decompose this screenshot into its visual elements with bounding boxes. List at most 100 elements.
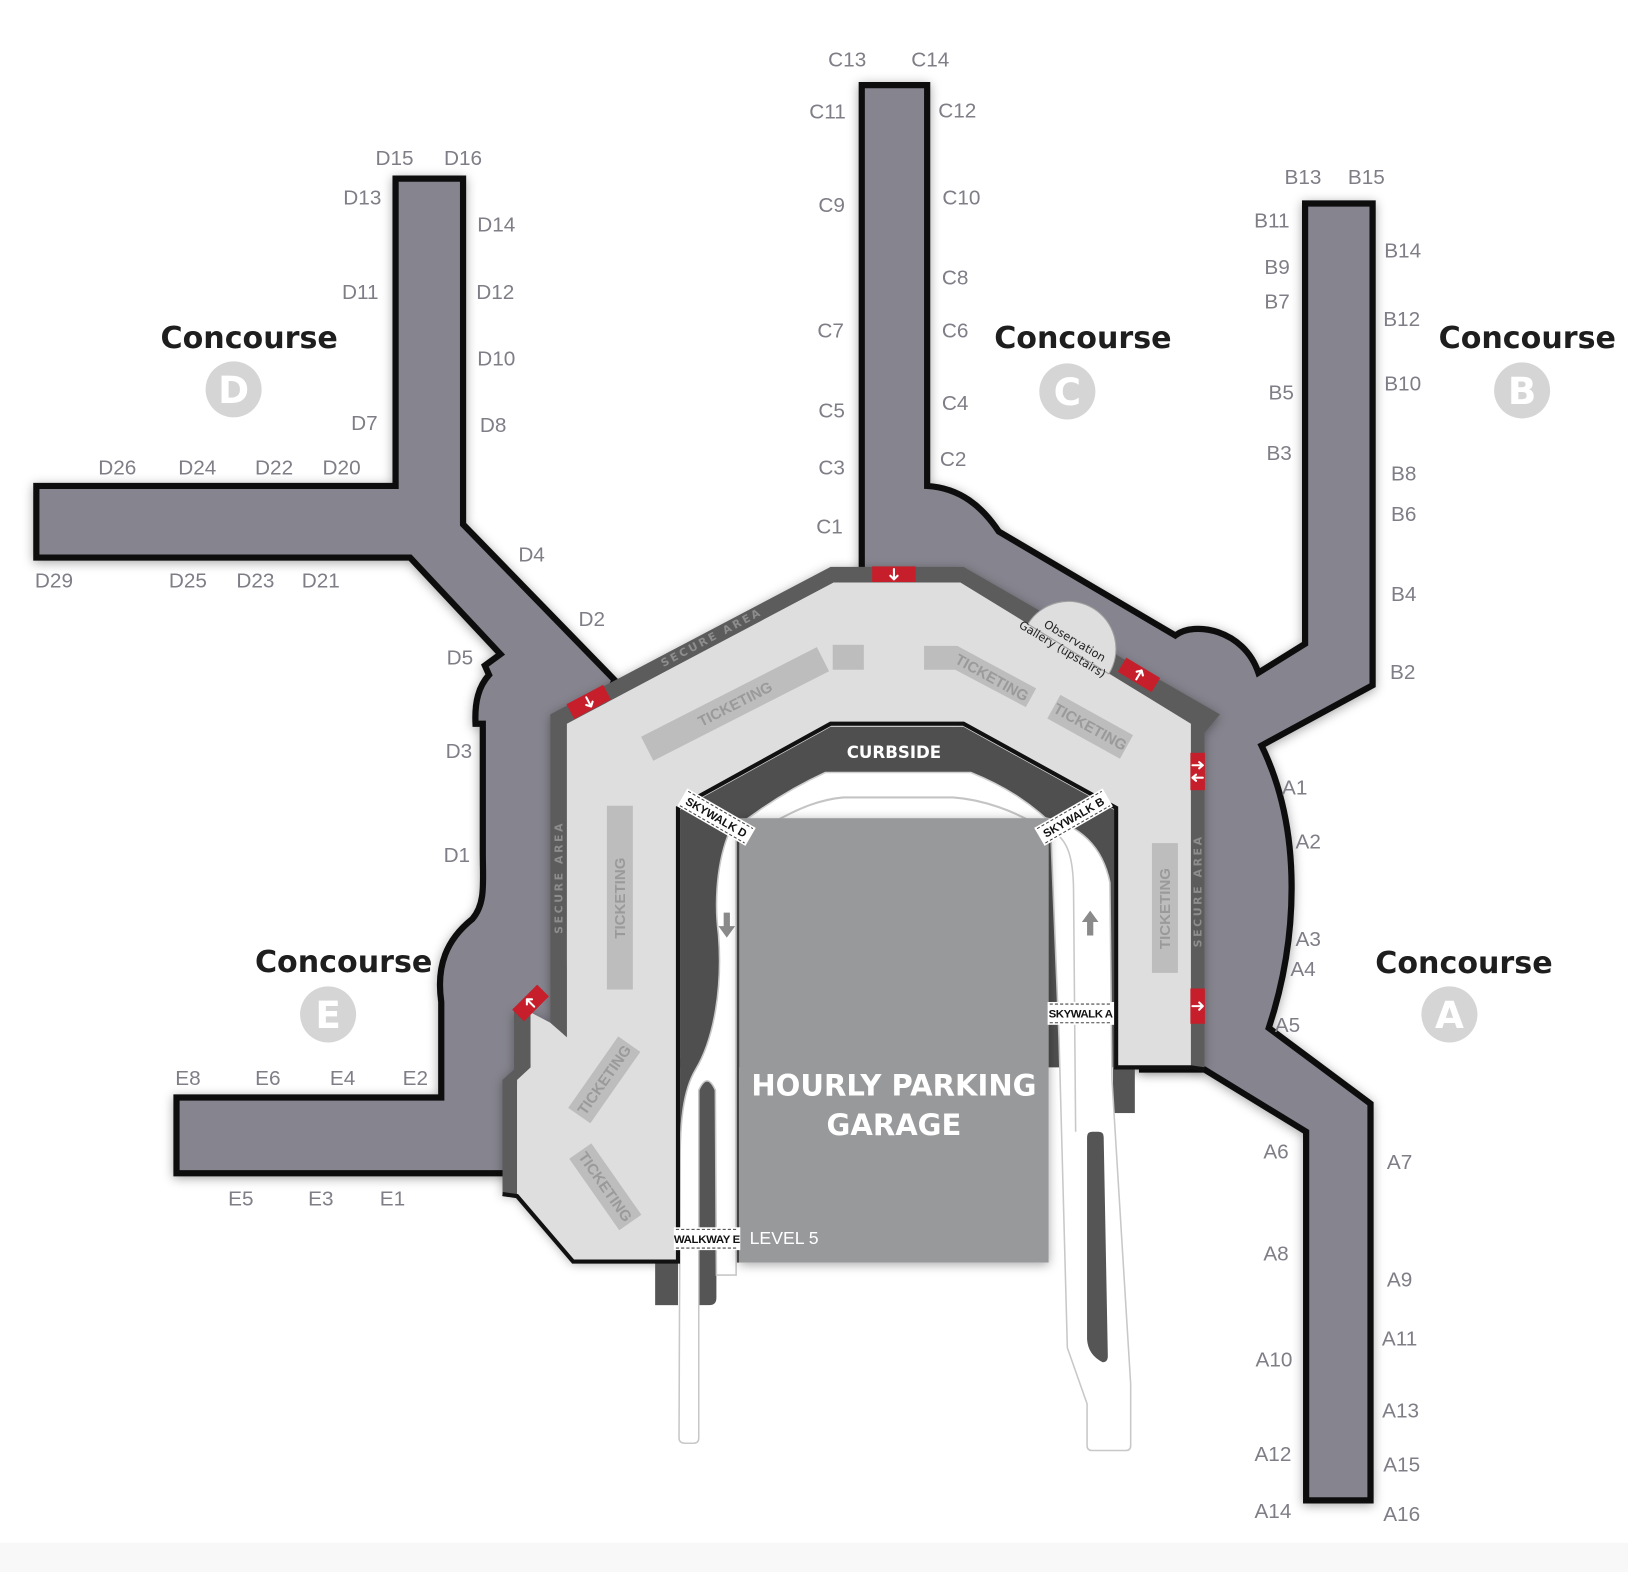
ramp-stub-right xyxy=(1113,1067,1135,1114)
gate-label: B12 xyxy=(1383,308,1420,331)
arrow-down-icon xyxy=(585,696,594,708)
gate-label: E1 xyxy=(380,1187,405,1210)
arrow-right-icon xyxy=(1191,1001,1204,1011)
gate-label: B8 xyxy=(1391,463,1416,486)
skywalk-ribbon xyxy=(1047,1001,1115,1025)
walkway-e-label: WALKWAY E xyxy=(673,1227,741,1251)
garage-block xyxy=(739,818,1049,1263)
gate-label: A8 xyxy=(1263,1243,1288,1266)
garage-level-label: LEVEL 5 xyxy=(750,1228,819,1248)
gate-label: E2 xyxy=(403,1067,428,1090)
skywalk-a-label: SKYWALK A xyxy=(1047,1001,1115,1025)
concourse-c-badge xyxy=(1039,363,1096,420)
ribbon-dash xyxy=(679,805,745,844)
concourse-b-gates: B13 B15 B11 B14 B9 B7 B12 B10 B5 B3 B8 B… xyxy=(1254,166,1421,684)
terminal-edge-bottom-left xyxy=(502,721,1205,1264)
gate-label: C2 xyxy=(940,448,967,471)
ramp-stub-left xyxy=(655,1261,678,1306)
gate-label: A4 xyxy=(1290,958,1315,981)
gate-label: D7 xyxy=(351,412,378,435)
arrow-down-icon xyxy=(889,567,899,581)
gate-label: D22 xyxy=(255,457,293,480)
gate-label: C8 xyxy=(942,266,969,289)
walkway-ribbon xyxy=(673,1227,741,1251)
ticketing-block xyxy=(641,647,830,761)
arrow-right-icon xyxy=(1191,761,1204,770)
gate-label: A1 xyxy=(1282,776,1307,799)
terminal-floor xyxy=(517,582,1191,1262)
ramp-divider-right xyxy=(1087,1131,1108,1363)
gate-label: D12 xyxy=(476,281,514,304)
gate-label: C10 xyxy=(942,187,980,210)
bottom-strip xyxy=(0,1542,1628,1572)
gate-label: B3 xyxy=(1266,442,1291,465)
road-top-arch xyxy=(729,771,1061,832)
gate-label: C14 xyxy=(911,48,949,71)
garage-title-line1: HOURLY PARKING xyxy=(751,1068,1036,1102)
concourse-a-gates: A1 A2 A3 A4 A5 A6 A7 A8 A9 A10 A11 A12 A… xyxy=(1254,776,1420,1526)
gate-label: A11 xyxy=(1382,1328,1417,1351)
concourse-d-heading: Concourse D xyxy=(160,321,338,418)
ticketing-area-5: TICKETING xyxy=(1151,843,1178,973)
concourse-c-title: Concourse xyxy=(994,321,1171,356)
gate-label: C13 xyxy=(828,48,866,71)
ticketing-label: TICKETING xyxy=(612,858,629,939)
gate-label: D25 xyxy=(169,570,207,593)
gate-label: D20 xyxy=(323,457,361,480)
gate-label: A7 xyxy=(1387,1151,1412,1174)
skywalk-ribbon xyxy=(677,788,756,846)
gate-label: B5 xyxy=(1269,382,1294,405)
kiosk-block xyxy=(832,644,864,670)
gate-label: C1 xyxy=(816,516,843,539)
gate-label: E4 xyxy=(330,1067,355,1090)
skywalk-ribbon xyxy=(1034,788,1113,846)
gate-label: A15 xyxy=(1383,1453,1420,1476)
road-arrow-down-icon xyxy=(718,912,736,938)
secure-area-band-lower xyxy=(502,1010,531,1195)
gate-label: B11 xyxy=(1254,209,1289,232)
gate-label: B15 xyxy=(1348,166,1385,189)
terminal-building xyxy=(502,566,1220,1262)
arrow-left-icon xyxy=(1191,773,1204,782)
concourse-a-title: Concourse xyxy=(1375,946,1552,981)
concourse-e-gates: E8 E6 E4 E2 E5 E3 E1 xyxy=(175,1067,428,1210)
gate-label: C6 xyxy=(942,319,969,342)
gate-label: D1 xyxy=(444,844,471,867)
gate-label: D29 xyxy=(35,570,73,593)
observation-gallery xyxy=(1027,600,1117,675)
gate-label: C3 xyxy=(818,457,845,480)
checkpoint-right-lower xyxy=(1190,988,1205,1024)
gate-label: D23 xyxy=(236,570,274,593)
checkpoint-left-lower xyxy=(512,984,549,1022)
terminal-edges xyxy=(502,721,1205,1264)
gate-label: E8 xyxy=(175,1067,200,1090)
curbside-label: CURBSIDE xyxy=(847,743,941,762)
concourse-a-letter: A xyxy=(1435,993,1464,1037)
concourse-a-heading: Concourse A xyxy=(1375,946,1553,1043)
gate-label: B13 xyxy=(1285,166,1322,189)
gate-label: B10 xyxy=(1384,372,1421,395)
gate-label: B14 xyxy=(1384,240,1421,263)
arrow-up-left-icon xyxy=(525,998,536,1008)
ramp-divider-left xyxy=(697,1079,717,1306)
concourse-c-heading: Concourse C xyxy=(994,321,1172,420)
checkpoint-upper-right xyxy=(1117,657,1161,693)
gate-label: D8 xyxy=(480,414,507,437)
gate-label: B6 xyxy=(1391,503,1416,526)
gate-label: A9 xyxy=(1387,1268,1412,1291)
ticketing-block xyxy=(606,805,633,990)
ticketing-block xyxy=(568,1036,641,1124)
gate-label: C5 xyxy=(818,399,845,422)
ticketing-block xyxy=(569,1143,642,1231)
gate-label: C7 xyxy=(817,319,844,342)
checkpoint-upper-left xyxy=(566,684,611,719)
ticketing-area-4: TICKETING xyxy=(606,805,633,990)
gate-label: B4 xyxy=(1391,583,1416,606)
concourse-a-badge xyxy=(1421,986,1478,1043)
gate-label: D5 xyxy=(447,647,474,670)
checkpoint-marker xyxy=(1190,752,1205,791)
security-checkpoints xyxy=(512,566,1205,1024)
garage-title-line2: GARAGE xyxy=(826,1108,961,1142)
concourse-d-letter: D xyxy=(218,368,249,412)
